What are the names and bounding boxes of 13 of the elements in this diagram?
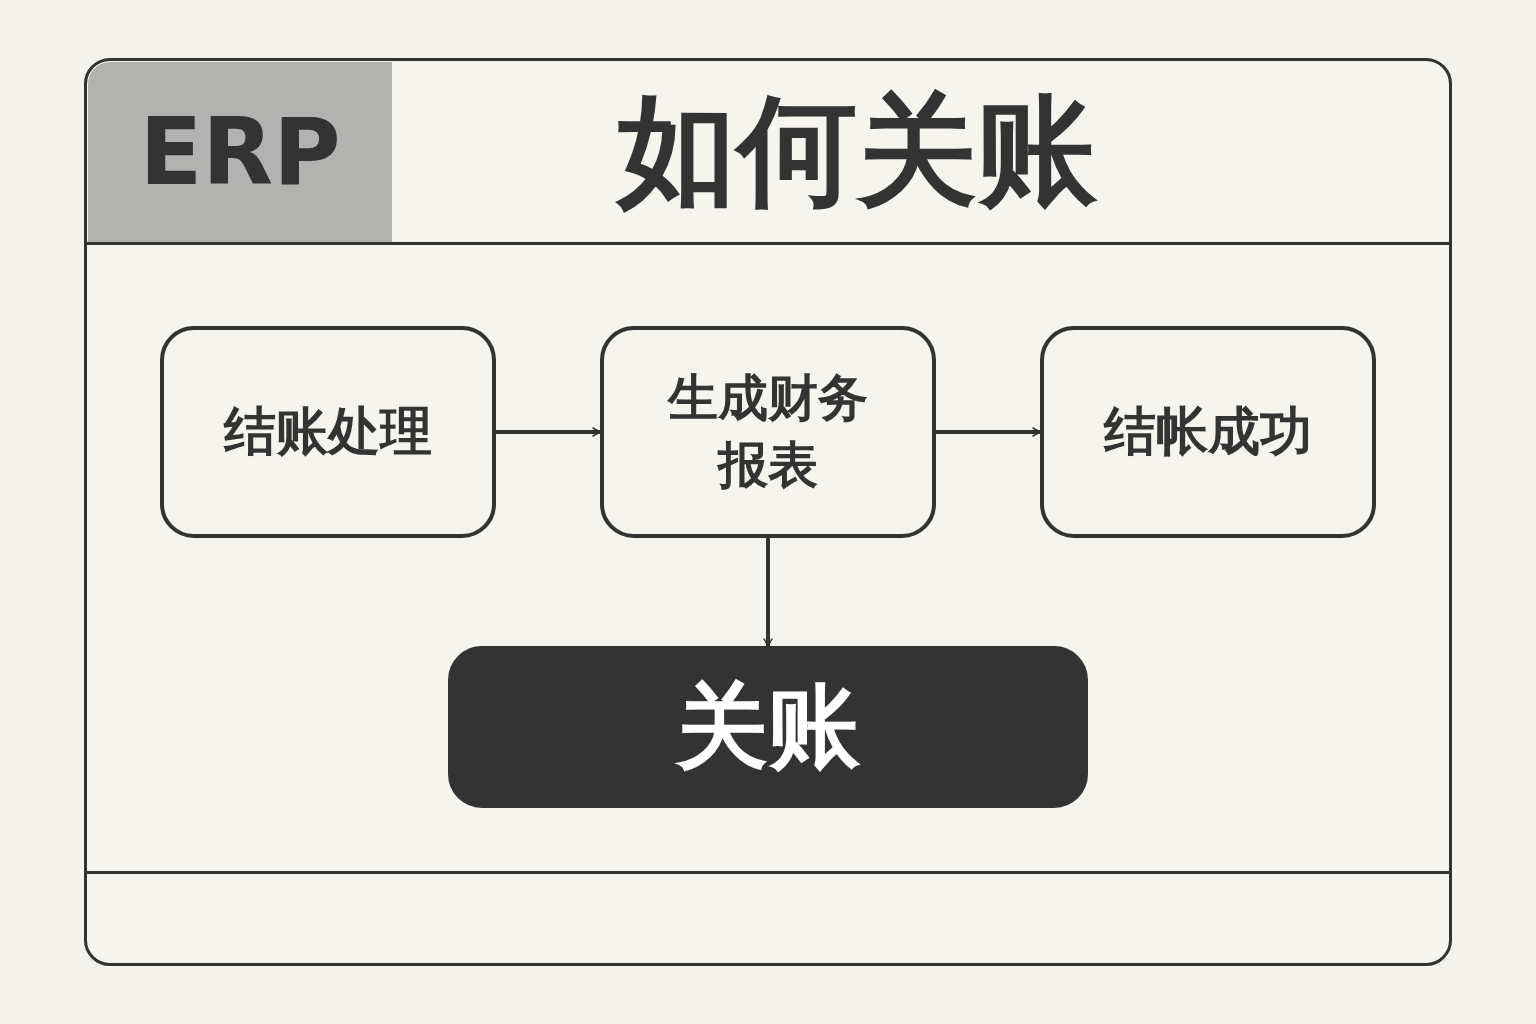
node-label: 生成财务报表	[666, 368, 869, 496]
process-box	[160, 326, 496, 538]
arrow	[763, 538, 773, 647]
title: 如何关账	[614, 79, 1099, 222]
process-box	[1040, 326, 1376, 538]
node-label: 结账处理	[224, 400, 432, 463]
arrow	[496, 427, 601, 437]
node-label: 结帐成功	[1104, 400, 1312, 463]
process-box	[600, 326, 936, 538]
arrow	[936, 427, 1041, 437]
node-label: 关账	[676, 672, 860, 782]
badge-label: ERP	[88, 62, 392, 242]
terminal-box	[448, 646, 1088, 808]
